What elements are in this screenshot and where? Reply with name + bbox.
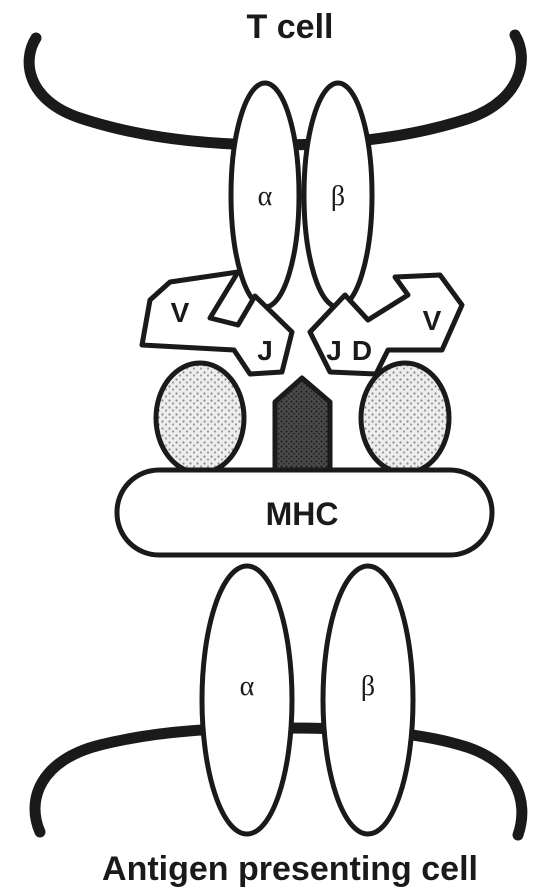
peptide-antigen bbox=[275, 378, 330, 472]
apc-label: Antigen presenting cell bbox=[102, 850, 478, 888]
v-segment-right-label: V bbox=[423, 305, 442, 336]
mhc-alpha-label: α bbox=[240, 671, 255, 702]
v-segment-left-label: V bbox=[171, 297, 190, 328]
t-cell-label: T cell bbox=[247, 8, 334, 46]
tcr-alpha-label: α bbox=[258, 181, 273, 212]
mhc-helix-left bbox=[156, 363, 244, 473]
j-segment-left-label: J bbox=[257, 335, 273, 366]
j-segment-right-label: J bbox=[326, 335, 342, 366]
mhc-beta-label: β bbox=[361, 671, 375, 702]
mhc-helix-right bbox=[361, 363, 449, 473]
mhc-label: MHC bbox=[266, 496, 339, 532]
tcr-beta-label: β bbox=[331, 181, 345, 212]
d-segment-right-label: D bbox=[352, 335, 372, 366]
